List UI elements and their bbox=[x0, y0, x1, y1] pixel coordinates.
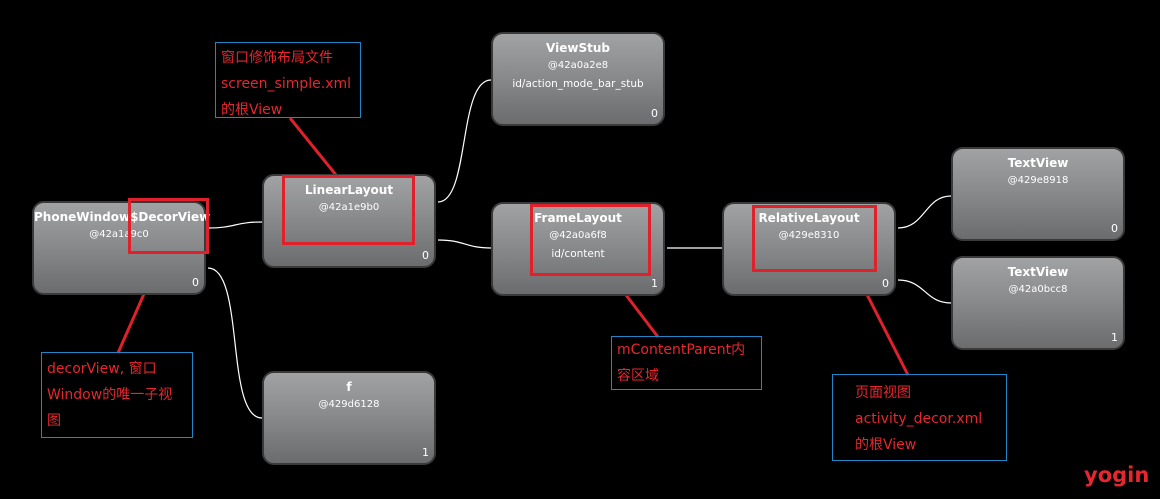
node-linear-layout[interactable]: LinearLayout @42a1e9b0 0 bbox=[262, 174, 436, 268]
highlight-linear-layout bbox=[282, 175, 415, 245]
node-name: RelativeLayout bbox=[758, 211, 860, 225]
node-decor-view[interactable]: PhoneWindow$DecorView @42a1a9c0 0 bbox=[32, 201, 211, 295]
node-name: LinearLayout bbox=[304, 183, 394, 197]
edge-decor-f bbox=[207, 267, 263, 419]
node-textview-1[interactable]: TextView @429e8918 0 bbox=[951, 147, 1125, 241]
node-name: PhoneWindow$DecorView bbox=[34, 210, 211, 224]
highlight-frame-layout bbox=[530, 204, 651, 276]
node-address: @429e8918 bbox=[1007, 175, 1069, 186]
node-index: 0 bbox=[422, 249, 429, 262]
node-address: @42a1e9b0 bbox=[318, 202, 380, 213]
annotation-line: 的根View bbox=[221, 102, 283, 118]
annotation-line: 容区域 bbox=[617, 368, 659, 384]
annotation-screen-simple: 窗口修饰布局文件 screen_simple.xml 的根View bbox=[215, 42, 361, 118]
annotation-activity-decor: 页面视图 activity_decor.xml 的根View bbox=[832, 374, 1007, 461]
annotation-line: mContentParent内 bbox=[617, 342, 746, 358]
node-index: 0 bbox=[882, 277, 889, 290]
annotation-decor-view: decorView, 窗口 Window的唯一子视 图 bbox=[41, 352, 193, 438]
node-address: @42a1a9c0 bbox=[89, 229, 149, 240]
annotation-content-parent: mContentParent内 容区域 bbox=[611, 336, 762, 390]
node-address: @429e8310 bbox=[778, 230, 840, 241]
watermark: yogin bbox=[1084, 463, 1150, 487]
node-relative-layout[interactable]: RelativeLayout @429e8310 0 bbox=[722, 202, 896, 296]
pointer-screen-simple bbox=[288, 117, 338, 176]
node-name: f bbox=[346, 380, 352, 394]
annotation-line: activity_decor.xml bbox=[855, 411, 983, 427]
highlight-relative-layout bbox=[752, 205, 877, 272]
node-address: @42a0bcc8 bbox=[1008, 284, 1068, 295]
annotation-line: Window的唯一子视 bbox=[47, 387, 173, 403]
highlight-decor-view bbox=[128, 198, 209, 254]
annotation-line: decorView, 窗口 bbox=[47, 361, 157, 377]
edge-decor-linear bbox=[207, 221, 263, 229]
edge-linear-viewstub bbox=[437, 79, 492, 203]
node-index: 0 bbox=[192, 276, 199, 289]
node-name: ViewStub bbox=[546, 41, 610, 55]
edge-linear-frame bbox=[437, 239, 492, 249]
node-address: @42a0a2e8 bbox=[547, 60, 609, 71]
edge-relative-textview1 bbox=[897, 195, 952, 229]
node-frame-layout[interactable]: FrameLayout @42a0a6f8 id/content 1 bbox=[491, 202, 665, 296]
node-viewstub[interactable]: ViewStub @42a0a2e8 id/action_mode_bar_st… bbox=[491, 32, 665, 126]
node-name: TextView bbox=[1007, 265, 1069, 279]
node-view-id: id/content bbox=[551, 248, 605, 260]
node-index: 0 bbox=[1111, 222, 1118, 235]
annotation-line: 的根View bbox=[855, 437, 917, 453]
annotation-line: 页面视图 bbox=[855, 385, 911, 401]
annotation-line: 窗口修饰布局文件 bbox=[221, 50, 333, 66]
node-index: 1 bbox=[651, 277, 658, 290]
node-address: @42a0a6f8 bbox=[549, 230, 607, 241]
edge-relative-textview2 bbox=[897, 279, 952, 304]
node-index: 0 bbox=[651, 107, 658, 120]
node-f[interactable]: f @429d6128 1 bbox=[262, 371, 436, 465]
node-textview-2[interactable]: TextView @42a0bcc8 1 bbox=[951, 256, 1125, 350]
node-name: TextView bbox=[1007, 156, 1069, 170]
annotation-line: 图 bbox=[47, 413, 61, 429]
node-address: @429d6128 bbox=[318, 399, 380, 410]
node-view-id: id/action_mode_bar_stub bbox=[512, 78, 644, 90]
node-index: 1 bbox=[422, 446, 429, 459]
annotation-line: screen_simple.xml bbox=[221, 76, 352, 92]
node-name: FrameLayout bbox=[534, 211, 622, 225]
node-index: 1 bbox=[1111, 331, 1118, 344]
